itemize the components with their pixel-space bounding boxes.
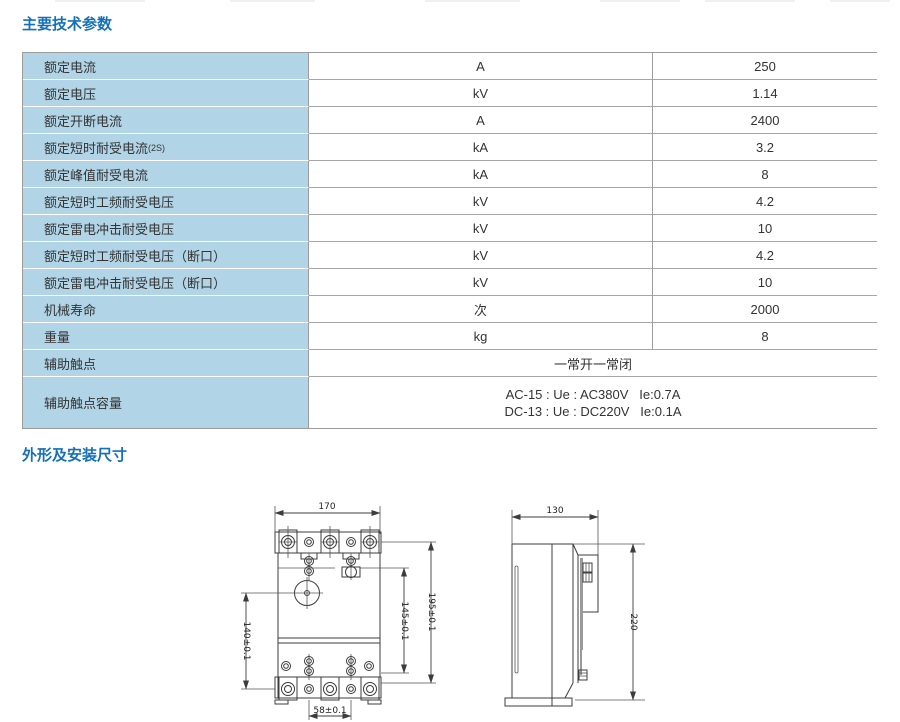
param-unit: kg (309, 323, 653, 350)
section-title-parameters: 主要技术参数 (22, 16, 113, 33)
param-unit: A (309, 53, 653, 80)
param-value: 2400 (653, 107, 877, 134)
table-row: 额定短时工频耐受电压 kV 4.2 (23, 188, 877, 215)
param-label: 额定短时工频耐受电压 (44, 194, 175, 210)
front-height-inner-dim: 145±0.1 (399, 601, 409, 640)
param-value: 10 (653, 269, 877, 296)
param-value: 10 (653, 215, 877, 242)
section-title-dimensions: 外形及安装尺寸 (22, 447, 128, 464)
param-value: 1.14 (653, 80, 877, 107)
front-bottom-dim: 58±0.1 (313, 706, 346, 716)
param-unit: A (309, 107, 653, 134)
side-view-drawing: 130 (493, 470, 653, 722)
table-row: 额定峰值耐受电流 kA 8 (23, 161, 877, 188)
param-value: 8 (653, 323, 877, 350)
front-height-overall-dim: 195±0.1 (426, 592, 436, 631)
front-width-dim: 170 (318, 502, 335, 512)
side-width-dim: 130 (546, 506, 563, 516)
front-height-left-dim: 140±0.1 (241, 621, 251, 660)
param-label: 额定雷电冲击耐受电压 (44, 221, 175, 237)
spec-table: 额定电流 A 250 额定电压 kV 1.14 额定开断电流 A 2400 额定… (22, 52, 877, 429)
table-row-aux-contact: 辅助触点 一常开一常闭 (23, 350, 877, 377)
param-value: 4.2 (653, 188, 877, 215)
table-row-aux-capacity: 辅助触点容量 AC-15 : Ue : AC380V Ie:0.7A DC-13… (23, 377, 877, 428)
param-unit: kV (309, 80, 653, 107)
param-label: 额定短时耐受电流 (44, 140, 149, 156)
param-unit: kA (309, 161, 653, 188)
front-view-drawing: 170 (233, 470, 448, 722)
param-label: 机械寿命 (44, 302, 97, 318)
aux-capacity-line1: AC-15 : Ue : AC380V Ie:0.7A (505, 386, 681, 402)
param-unit: kV (309, 188, 653, 215)
aux-capacity-line2: DC-13 : Ue : DC220V Ie:0.1A (504, 403, 682, 419)
param-label: 额定电流 (44, 59, 97, 75)
table-row: 额定雷电冲击耐受电压 kV 10 (23, 215, 877, 242)
param-value: 3.2 (653, 134, 877, 161)
table-row: 机械寿命 次 2000 (23, 296, 877, 323)
table-row: 重量 kg 8 (23, 323, 877, 350)
param-label: 辅助触点容量 (44, 396, 123, 411)
param-value: 8 (653, 161, 877, 188)
table-row: 额定电流 A 250 (23, 53, 877, 80)
param-value: 4.2 (653, 242, 877, 269)
param-label: 额定雷电冲击耐受电压（断口） (44, 275, 227, 291)
table-row: 额定短时耐受电流(2S) kA 3.2 (23, 134, 877, 161)
table-row: 额定电压 kV 1.14 (23, 80, 877, 107)
param-unit: kV (309, 242, 653, 269)
param-value: 2000 (653, 296, 877, 323)
param-label-small: (2S) (148, 143, 166, 153)
cropped-text-artifact (0, 0, 900, 3)
table-row: 额定开断电流 A 2400 (23, 107, 877, 134)
param-unit: kA (309, 134, 653, 161)
aux-contact-value: 一常开一常闭 (309, 350, 877, 377)
param-unit: kV (309, 215, 653, 242)
param-label: 额定电压 (44, 86, 97, 102)
param-label: 额定峰值耐受电流 (44, 167, 149, 183)
aux-capacity-value: AC-15 : Ue : AC380V Ie:0.7A DC-13 : Ue :… (309, 377, 877, 428)
param-label: 重量 (44, 329, 71, 345)
param-label: 额定短时工频耐受电压（断口） (44, 248, 227, 264)
table-row: 额定雷电冲击耐受电压（断口） kV 10 (23, 269, 877, 296)
side-height-dim: 220 (628, 613, 638, 630)
param-unit: 次 (309, 296, 653, 323)
param-value: 250 (653, 53, 877, 80)
param-label: 辅助触点 (44, 356, 97, 372)
table-row: 额定短时工频耐受电压（断口） kV 4.2 (23, 242, 877, 269)
param-unit: kV (309, 269, 653, 296)
param-label: 额定开断电流 (44, 113, 123, 129)
